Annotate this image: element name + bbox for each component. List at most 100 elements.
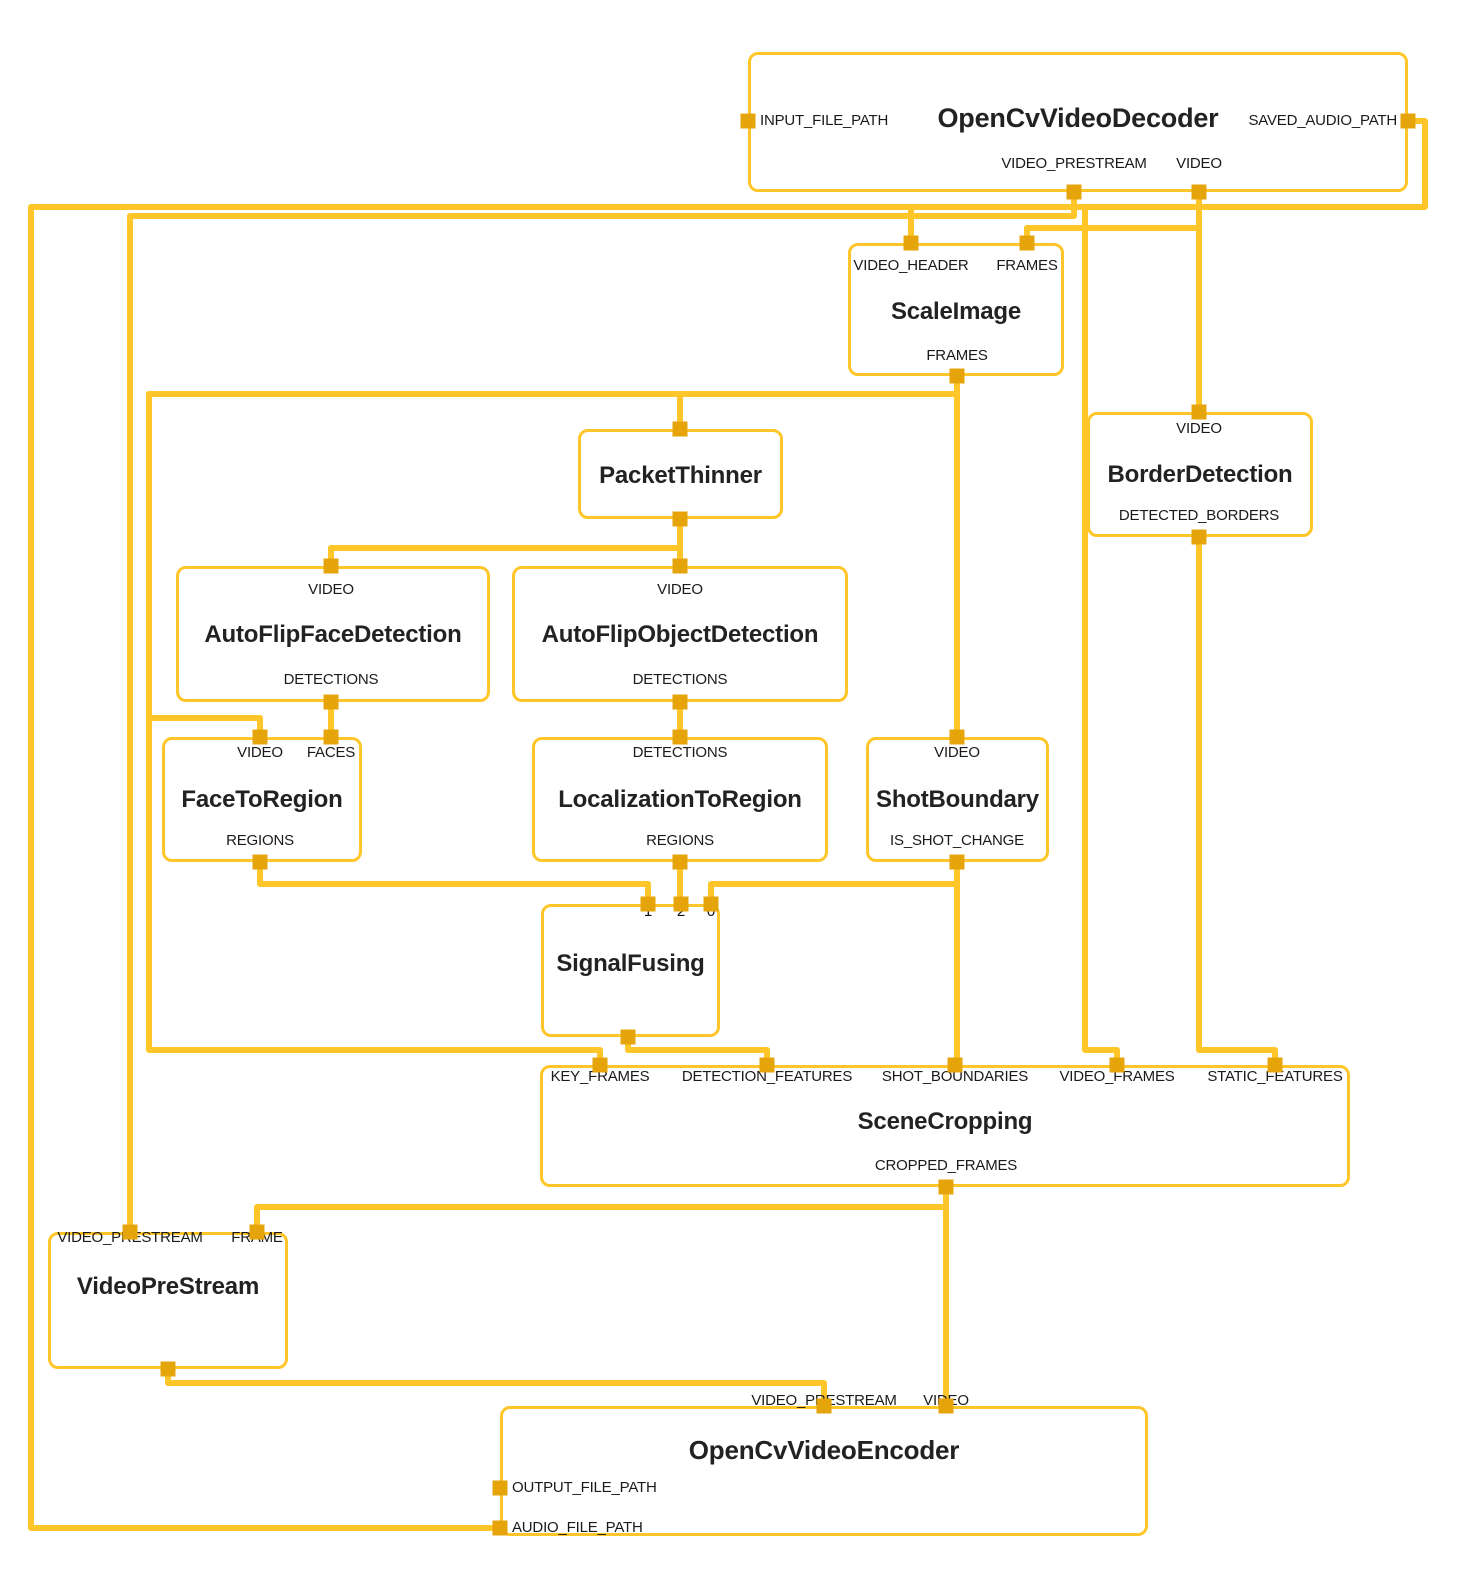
node-title: PacketThinner xyxy=(599,462,762,489)
port-label-ftr_in_faces: FACES xyxy=(306,744,356,761)
port-scale_in_video_header[interactable] xyxy=(903,235,919,251)
port-label-affd_in_video: VIDEO xyxy=(308,581,354,598)
port-sc_in_static_features[interactable] xyxy=(1267,1057,1283,1073)
port-label-scale_in_frames: FRAMES xyxy=(996,257,1058,274)
port-sf_in_2[interactable] xyxy=(673,896,689,912)
port-label-sc_out_cropped_frames: CROPPED_FRAMES xyxy=(874,1157,1018,1174)
node-title: VideoPreStream xyxy=(76,1273,260,1300)
port-label-dec_out_saved_audio_path: SAVED_AUDIO_PATH xyxy=(1248,112,1397,129)
port-label-sf_in_2: 2 xyxy=(676,903,686,920)
node-title: BorderDetection xyxy=(1107,461,1293,488)
port-sc_in_detection_features[interactable] xyxy=(759,1057,775,1073)
port-label-sf_in_0: 0 xyxy=(706,903,716,920)
port-sb_out_is_shot_change[interactable] xyxy=(949,854,965,870)
port-label-sc_in_detection_features: DETECTION_FEATURES xyxy=(681,1068,853,1085)
edge xyxy=(328,516,683,569)
port-dec_out_saved_audio_path[interactable] xyxy=(1400,113,1416,129)
port-affd_in_video[interactable] xyxy=(323,558,339,574)
port-ftr_in_faces[interactable] xyxy=(323,729,339,745)
port-sf_in_0[interactable] xyxy=(703,896,719,912)
port-enc_in_audio_file_path[interactable] xyxy=(492,1520,508,1536)
port-sf_out[interactable] xyxy=(620,1029,636,1045)
port-label-aood_in_video: VIDEO xyxy=(657,581,703,598)
port-label-enc_in_audio_file_path: AUDIO_FILE_PATH xyxy=(512,1519,643,1536)
node-signal_fusing[interactable]: SignalFusing xyxy=(541,904,720,1037)
port-label-sc_in_static_features: STATIC_FEATURES xyxy=(1207,1068,1343,1085)
edge xyxy=(625,1034,770,1068)
port-label-ftr_in_video: VIDEO xyxy=(237,744,283,761)
port-ltr_out_regions[interactable] xyxy=(672,854,688,870)
node-autoflip_face_detection[interactable]: AutoFlipFaceDetection xyxy=(176,566,490,702)
port-label-border_out_detected_borders: DETECTED_BORDERS xyxy=(1118,507,1280,524)
node-title: OpenCvVideoEncoder xyxy=(688,1435,960,1465)
port-label-sc_in_video_frames: VIDEO_FRAMES xyxy=(1059,1068,1175,1085)
node-title: SceneCropping xyxy=(857,1108,1033,1135)
port-sb_in_video[interactable] xyxy=(949,729,965,745)
port-label-ltr_out_regions: REGIONS xyxy=(646,832,714,849)
edge xyxy=(1024,225,1202,246)
node-title: OpenCvVideoDecoder xyxy=(937,103,1219,133)
node-video_prestream[interactable]: VideoPreStream xyxy=(48,1232,288,1369)
port-thinner_in[interactable] xyxy=(672,421,688,437)
edge xyxy=(1082,204,1120,1068)
node-packet_thinner[interactable]: PacketThinner xyxy=(578,429,783,519)
port-ltr_in_detections[interactable] xyxy=(672,729,688,745)
edge xyxy=(1196,534,1278,1068)
port-label-affd_out_detections: DETECTIONS xyxy=(283,671,379,688)
node-title: AutoFlipFaceDetection xyxy=(204,621,462,648)
port-dec_out_video_prestream[interactable] xyxy=(1066,184,1082,200)
port-affd_out_detections[interactable] xyxy=(323,694,339,710)
port-border_in_video[interactable] xyxy=(1191,404,1207,420)
port-vps_in_video_prestream[interactable] xyxy=(122,1224,138,1240)
port-border_out_detected_borders[interactable] xyxy=(1191,529,1207,545)
port-ftr_out_regions[interactable] xyxy=(252,854,268,870)
port-label-dec_out_video_prestream: VIDEO_PRESTREAM xyxy=(1001,155,1147,172)
port-label-sf_in_1: 1 xyxy=(643,903,653,920)
port-aood_out_detections[interactable] xyxy=(672,694,688,710)
port-label-enc_in_output_file_path: OUTPUT_FILE_PATH xyxy=(512,1479,657,1496)
port-label-scale_in_video_header: VIDEO_HEADER xyxy=(853,257,969,274)
port-label-aood_out_detections: DETECTIONS xyxy=(632,671,728,688)
node-title: SignalFusing xyxy=(556,950,705,977)
edge xyxy=(708,859,960,907)
port-label-sb_out_is_shot_change: IS_SHOT_CHANGE xyxy=(890,832,1024,849)
port-label-dec_in_input_file_path: INPUT_FILE_PATH xyxy=(760,112,889,129)
port-sc_in_shot_boundaries[interactable] xyxy=(947,1057,963,1073)
port-label-ltr_in_detections: DETECTIONS xyxy=(632,744,728,761)
node-scale_image[interactable]: ScaleImage xyxy=(848,243,1064,376)
port-label-scale_out_frames: FRAMES xyxy=(926,347,988,364)
port-aood_in_video[interactable] xyxy=(672,558,688,574)
port-sf_in_1[interactable] xyxy=(640,896,656,912)
node-title: AutoFlipObjectDetection xyxy=(541,621,819,648)
node-autoflip_object_detection[interactable]: AutoFlipObjectDetection xyxy=(512,566,848,702)
port-enc_in_output_file_path[interactable] xyxy=(492,1480,508,1496)
edge xyxy=(257,859,651,907)
port-enc_in_video_prestream[interactable] xyxy=(816,1398,832,1414)
port-label-dec_out_video: VIDEO xyxy=(1176,155,1222,172)
port-scale_in_frames[interactable] xyxy=(1019,235,1035,251)
port-scale_out_frames[interactable] xyxy=(949,368,965,384)
port-sc_in_video_frames[interactable] xyxy=(1109,1057,1125,1073)
port-dec_out_video[interactable] xyxy=(1191,184,1207,200)
port-vps_in_frame[interactable] xyxy=(249,1224,265,1240)
port-label-border_in_video: VIDEO xyxy=(1176,420,1222,437)
node-title: ScaleImage xyxy=(890,298,1022,325)
port-dec_in_input_file_path[interactable] xyxy=(740,113,756,129)
port-vps_out[interactable] xyxy=(160,1361,176,1377)
node-opencv_video_encoder[interactable]: OpenCvVideoEncoder xyxy=(500,1406,1148,1536)
edge xyxy=(165,1366,827,1409)
node-border_detection[interactable]: BorderDetection xyxy=(1087,412,1313,537)
port-label-sb_in_video: VIDEO xyxy=(934,744,980,761)
port-label-ftr_out_regions: REGIONS xyxy=(226,832,294,849)
port-sc_in_key_frames[interactable] xyxy=(592,1057,608,1073)
port-ftr_in_video[interactable] xyxy=(252,729,268,745)
port-thinner_out[interactable] xyxy=(672,511,688,527)
edge xyxy=(677,391,960,432)
node-title: LocalizationToRegion xyxy=(558,786,802,813)
port-label-sc_in_shot_boundaries: SHOT_BOUNDARIES xyxy=(881,1068,1029,1085)
node-title: ShotBoundary xyxy=(876,786,1039,813)
node-opencv_video_decoder[interactable]: OpenCvVideoDecoder xyxy=(748,52,1408,192)
port-sc_out_cropped_frames[interactable] xyxy=(938,1179,954,1195)
port-enc_in_video[interactable] xyxy=(938,1398,954,1414)
